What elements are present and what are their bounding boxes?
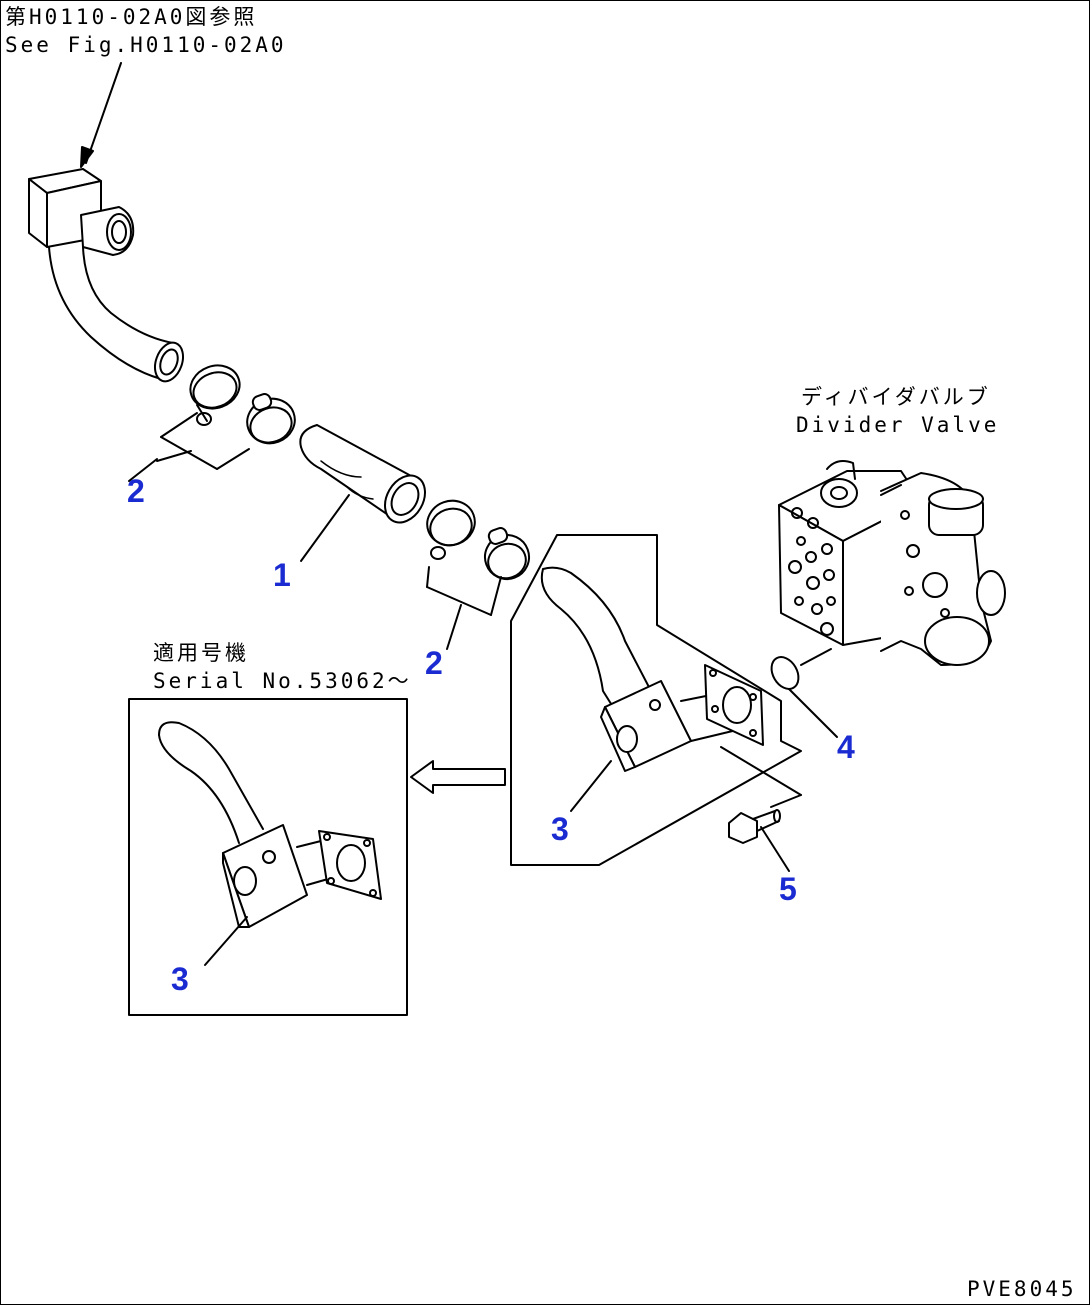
- inset-label-en: Serial No.53062〜: [153, 669, 412, 693]
- hose: [299, 424, 426, 562]
- callout-5: 5: [779, 871, 797, 907]
- inset-label-jp: 適用号機: [153, 641, 249, 665]
- elbow-fitting: [28, 168, 185, 383]
- hose-clamps-lower: [128, 458, 530, 650]
- divider-valve: [778, 460, 1006, 666]
- callout-3-main: 3: [551, 811, 569, 847]
- callout-4: 4: [837, 729, 855, 765]
- inset-box: [128, 698, 408, 1016]
- reference-label-jp: 第H0110-02A0図参照: [5, 5, 258, 29]
- direction-arrow: [410, 760, 506, 794]
- callout-2-upper: 2: [127, 473, 145, 509]
- bolt: [728, 794, 802, 872]
- hose-clamps-upper: [156, 364, 296, 470]
- divider-valve-label-en: Divider Valve: [796, 413, 1000, 437]
- callout-1: 1: [273, 557, 291, 593]
- reference-arrow: [80, 62, 122, 168]
- main-pipe: [540, 566, 802, 812]
- pipe-group-outline: [510, 534, 802, 866]
- reference-label-en: See Fig.H0110-02A0: [5, 33, 287, 57]
- callout-2-lower: 2: [425, 645, 443, 681]
- o-ring: [770, 648, 838, 738]
- divider-valve-label-jp: ディバイダバルブ: [801, 385, 991, 409]
- callout-3-inset: 3: [171, 961, 189, 997]
- drawing-code: PVE8045: [967, 1277, 1077, 1301]
